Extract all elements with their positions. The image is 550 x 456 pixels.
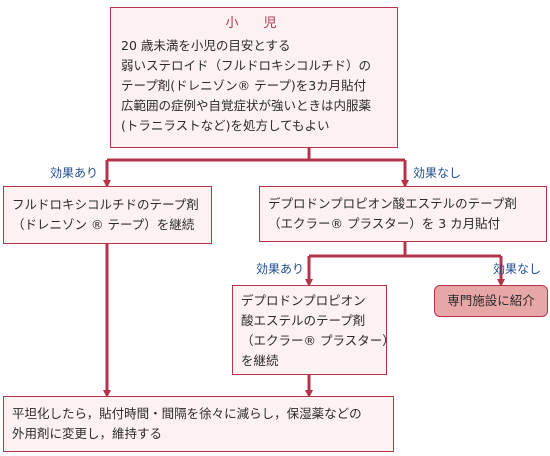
pediatric-line-4: 広範囲の症例や自覚症状が強いときは内服薬: [121, 98, 372, 113]
mid-box-line-4: を継続: [241, 353, 279, 368]
mid-box-line-2: 酸エステルのテープ剤: [241, 313, 366, 328]
mid-box-line-1: デプロドンプロピオン: [241, 293, 366, 308]
label-effective-lower: 効果あり: [256, 262, 305, 276]
label-not-effective-right: 効果なし: [413, 166, 462, 180]
bottom-box-line-2: 外用剤に変更し，維持する: [12, 426, 163, 441]
label-effective-left: 効果あり: [50, 166, 99, 180]
pediatric-line-5: (トラニラストなど)を処方してもよい: [121, 118, 330, 133]
pediatric-box: 小 児 20 歳未満を小児の目安とする 弱いステロイド（フルドロキシコルチド）の…: [110, 7, 398, 148]
maintenance-box: 平坦化したら，貼付時間・間隔を徐々に減らし，保湿薬などの 外用剤に変更し，維持す…: [3, 396, 394, 452]
pediatric-line-3: テープ剤(ドレニゾン® テープ)を3カ月貼付: [121, 78, 367, 93]
label-not-effective-lower: 効果なし: [493, 262, 542, 276]
left-box-line-2: （ドレニゾン ® テープ）を継続: [12, 217, 195, 232]
left-box-line-1: フルドロキシコルチドのテープ剤: [12, 197, 199, 212]
pediatric-line-1: 20 歳未満を小児の目安とする: [121, 38, 291, 53]
deprodone-tape-box: デプロドンプロピオン酸エステルのテープ剤 （エクラー® プラスター）を 3 カ月…: [259, 186, 547, 242]
mid-box-line-3: （エクラー® プラスター）: [241, 333, 395, 348]
continue-deprodone-box: デプロドンプロピオン 酸エステルのテープ剤 （エクラー® プラスター） を継続: [232, 285, 395, 375]
bottom-box-line-1: 平坦化したら，貼付時間・間隔を徐々に減らし，保湿薬などの: [12, 406, 362, 421]
referral-box: 専門施設に紹介: [434, 285, 548, 317]
pediatric-line-2: 弱いステロイド（フルドロキシコルチド）の: [121, 58, 372, 73]
continue-fludroxycortide-box: フルドロキシコルチドのテープ剤 （ドレニゾン ® テープ）を継続: [3, 186, 212, 244]
right-box-line-2: （エクラー® プラスター）を 3 カ月貼付: [268, 216, 501, 231]
referral-text: 専門施設に紹介: [447, 293, 535, 308]
pediatric-title: 小 児: [225, 16, 283, 31]
right-box-line-1: デプロドンプロピオン酸エステルのテープ剤: [268, 196, 517, 211]
